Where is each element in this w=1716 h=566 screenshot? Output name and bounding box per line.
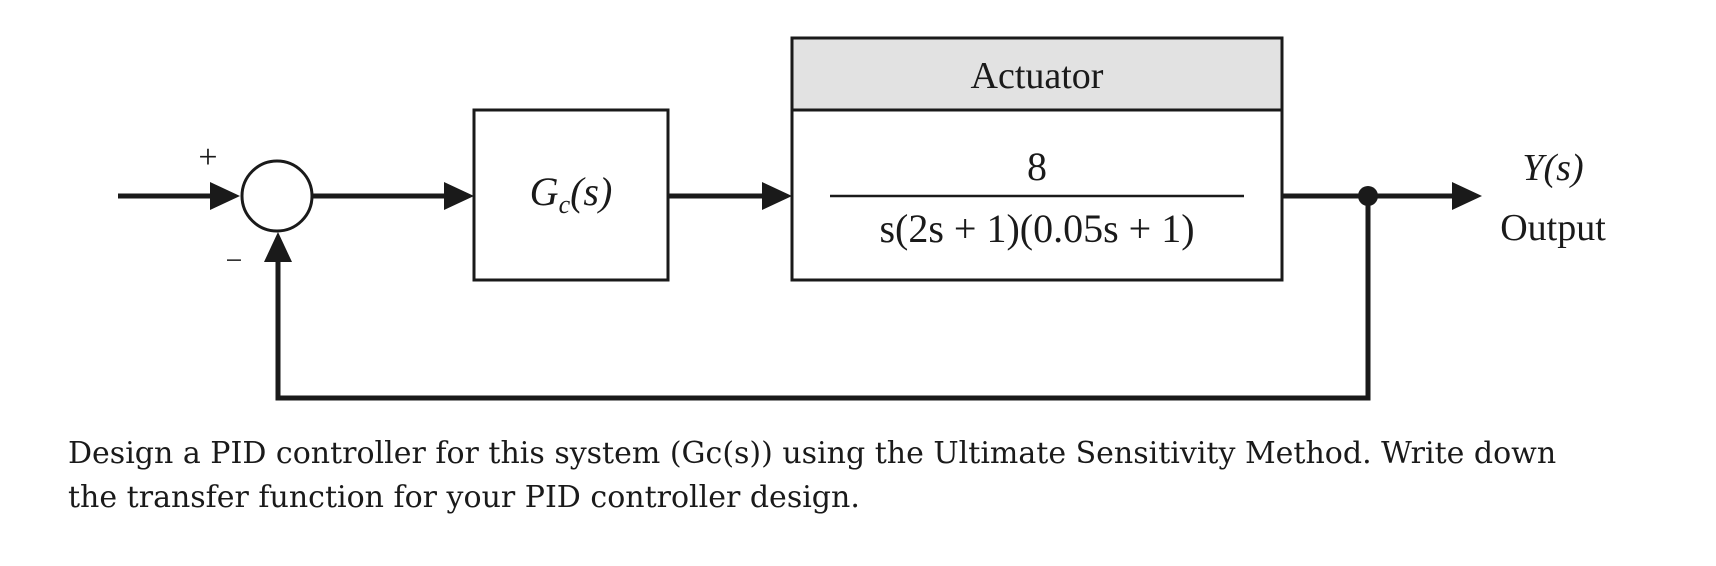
output-arrowhead xyxy=(1452,182,1482,210)
actuator-header xyxy=(790,36,1284,112)
block-diagram: + − Gc(s) Actuator 8 s(2s + 1)(0.05s + 1… xyxy=(118,36,1606,401)
problem-statement: Design a PID controller for this system … xyxy=(68,432,1668,520)
output-label: Output xyxy=(1500,207,1606,249)
controller-argument: (s) xyxy=(570,169,612,214)
input-arrowhead xyxy=(210,182,240,210)
problem-statement-line-1: Design a PID controller for this system … xyxy=(68,436,1557,471)
problem-statement-line-2: the transfer function for your PID contr… xyxy=(68,480,860,515)
feedback-path xyxy=(275,196,1371,401)
minus-sign: − xyxy=(226,244,243,277)
controller-block xyxy=(472,108,670,282)
controller-symbol: G xyxy=(530,169,559,214)
controller-subscript: c xyxy=(559,190,571,219)
actuator-denominator: s(2s + 1)(0.05s + 1) xyxy=(879,206,1194,251)
summing-junction xyxy=(240,159,314,233)
actuator-title: Actuator xyxy=(971,55,1104,97)
plus-sign: + xyxy=(198,139,217,176)
actuator-numerator: 8 xyxy=(1027,144,1047,189)
control-arrowhead xyxy=(762,182,792,210)
output-symbol: Y(s) xyxy=(1522,147,1583,189)
controller-transfer-function: Gc(s) xyxy=(530,169,613,219)
error-arrowhead xyxy=(444,182,474,210)
feedback-arrowhead xyxy=(264,232,292,262)
